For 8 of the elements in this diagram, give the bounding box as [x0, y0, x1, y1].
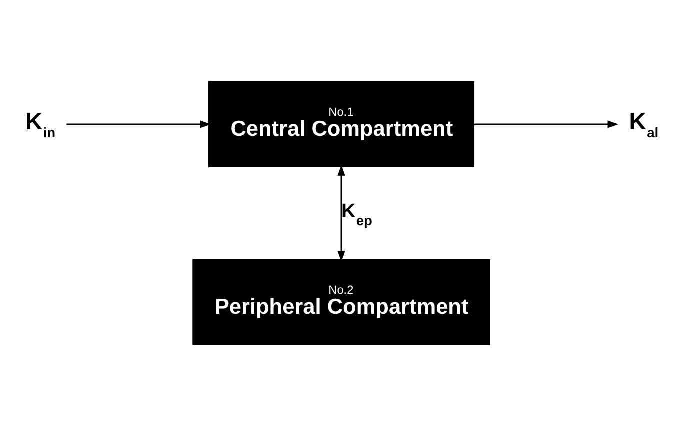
node-box: No.2 Peripheral Compartment [192, 260, 490, 346]
node-text: K$_{al}$ [629, 110, 659, 141]
arrow [474, 120, 619, 128]
arrow [338, 164, 346, 262]
edge-label: K$_{ep}$ [342, 200, 372, 228]
node-text: K$_{in}$ [26, 110, 56, 141]
node-box: No.1 Central Compartment [208, 81, 475, 168]
arrow [66, 120, 212, 128]
